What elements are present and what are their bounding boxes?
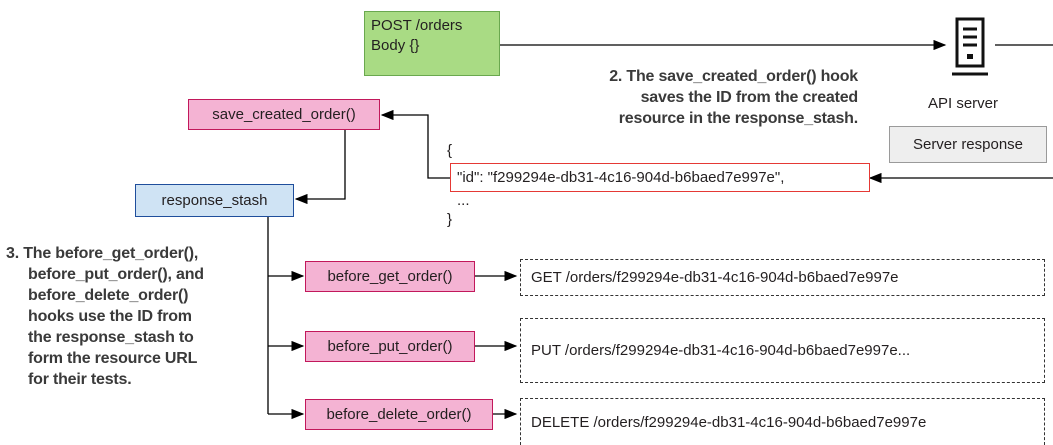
put-url-box: PUT /orders/f299294e-db31-4c16-904d-b6ba… [520, 318, 1045, 383]
post-request-box: POST /orders Body {} [364, 11, 500, 76]
response-id-line: "id": "f299294e-db31-4c16-904d-b6baed7e9… [450, 163, 870, 192]
response-close-brace: } [447, 211, 453, 228]
hook-to-stash-arrow [294, 130, 346, 205]
step3-note: 3. The before_get_order(), before_put_or… [6, 243, 204, 390]
step2-line1: 2. The save_created_order() hook [609, 68, 858, 85]
step3-line6: form the resource URL [28, 350, 198, 367]
step2-line3: resource in the response_stash. [618, 110, 858, 127]
response-ellipsis: ... [457, 192, 470, 209]
step3-line2: before_put_order(), and [28, 266, 204, 283]
before-put-order-hook: before_put_order() [305, 331, 475, 362]
step3-line3: before_delete_order() [28, 287, 189, 304]
response-open-brace: { [447, 142, 453, 159]
step3-line5: the response_stash to [28, 329, 194, 346]
server-icon [948, 16, 992, 78]
get-url-box: GET /orders/f299294e-db31-4c16-904d-b6ba… [520, 259, 1045, 296]
delete-url-box: DELETE /orders/f299294e-db31-4c16-904d-b… [520, 398, 1045, 445]
request-line2: Body {} [371, 37, 420, 54]
before-get-order-hook: before_get_order() [305, 261, 475, 292]
step3-line4: hooks use the ID from [28, 308, 192, 325]
step3-line1: 3. The before_get_order(), [6, 245, 199, 262]
id-to-hook-arrow [380, 109, 450, 179]
request-line1: POST /orders [371, 17, 463, 34]
api-server-label: API server [928, 95, 999, 112]
step2-line2: saves the ID from the created [640, 89, 859, 106]
response-stash-box: response_stash [135, 184, 294, 217]
server-response-box: Server response [889, 126, 1047, 163]
step2-note: 2. The save_created_order() hook saves t… [533, 66, 858, 129]
save-created-order-hook: save_created_order() [188, 99, 380, 130]
step3-line7: for their tests. [28, 371, 132, 388]
before-delete-order-hook: before_delete_order() [305, 399, 493, 430]
